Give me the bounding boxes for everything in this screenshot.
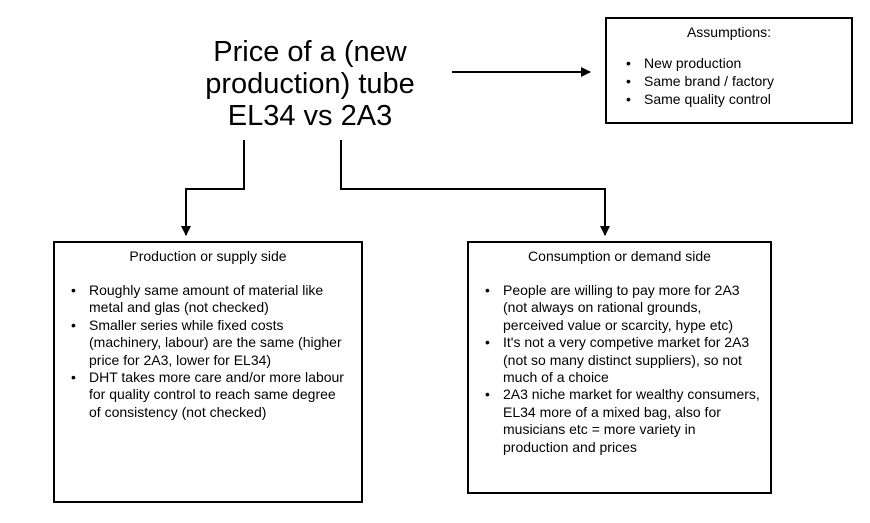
diagram-title: Price of a (new production) tube EL34 vs… bbox=[190, 36, 430, 132]
assumptions-list: New production Same brand / factory Same… bbox=[607, 54, 851, 108]
list-item: Same quality control bbox=[626, 90, 851, 108]
title-line: production) tube bbox=[205, 68, 415, 100]
list-item: It's not a very competive market for 2A3… bbox=[485, 334, 762, 386]
demand-list: People are willing to pay more for 2A3 (… bbox=[469, 282, 770, 456]
demand-side-box: Consumption or demand side People are wi… bbox=[467, 241, 772, 494]
list-item: New production bbox=[626, 54, 851, 72]
list-item: DHT takes more care and/or more labour f… bbox=[71, 369, 351, 421]
assumptions-box: Assumptions: New production Same brand /… bbox=[605, 17, 853, 124]
list-item: Smaller series while fixed costs (machin… bbox=[71, 317, 351, 369]
list-item: People are willing to pay more for 2A3 (… bbox=[485, 282, 762, 334]
demand-heading: Consumption or demand side bbox=[528, 248, 711, 264]
title-line: EL34 vs 2A3 bbox=[227, 100, 393, 132]
list-item: Roughly same amount of material like met… bbox=[71, 282, 351, 317]
arrow-to-demand bbox=[340, 140, 610, 236]
supply-list: Roughly same amount of material like met… bbox=[55, 282, 361, 421]
assumptions-heading: Assumptions: bbox=[686, 24, 772, 40]
title-line: Price of a (new bbox=[213, 36, 407, 68]
arrow-to-supply bbox=[181, 140, 245, 236]
supply-heading: Production or supply side bbox=[129, 248, 287, 264]
list-item: Same brand / factory bbox=[626, 72, 851, 90]
supply-side-box: Production or supply side Roughly same a… bbox=[53, 241, 363, 503]
list-item: 2A3 niche market for wealthy consumers, … bbox=[485, 386, 762, 456]
